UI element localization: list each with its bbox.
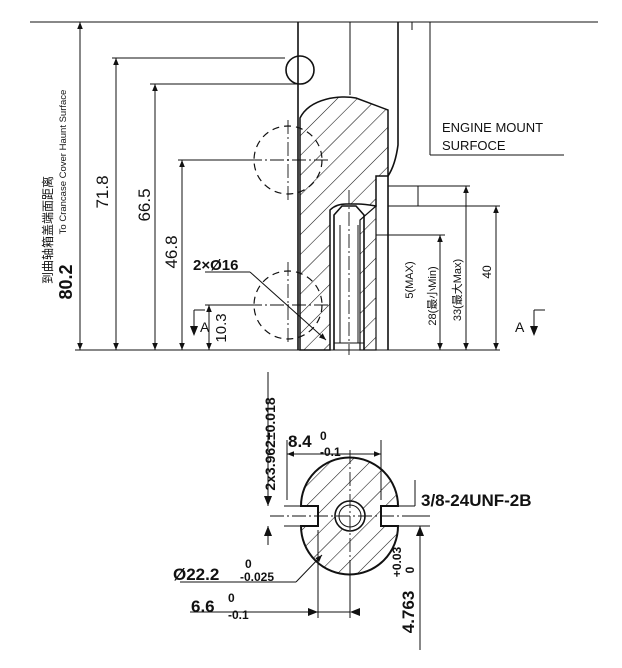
dim-text-8-4: 8.4 [288, 432, 312, 451]
dim-text-40: 40 [480, 265, 494, 279]
tol-6-6-upper: 0 [228, 591, 235, 605]
tol-4-763-lower: 0 [403, 566, 417, 573]
shaft-outline-right [387, 76, 399, 350]
section-arrow-left [190, 326, 198, 336]
thread-label: 3/8-24UNF-2B [421, 491, 532, 510]
tol-8-4-upper: 0 [320, 429, 327, 443]
section-hatch-right [359, 204, 377, 351]
engine-mount-label-2: SURFOCE [442, 138, 506, 153]
oil-hole-circle [285, 55, 315, 85]
leader-holes [249, 271, 327, 341]
tol-dia-lower: -0.025 [240, 570, 274, 584]
holes-label: 2×Ø16 [193, 257, 238, 274]
section-label-right: A [515, 319, 525, 335]
dim-text-5max: 5(MAX) [404, 261, 416, 298]
section-arrow-right [530, 326, 538, 336]
tol-dia-upper: 0 [245, 557, 252, 571]
dim-text-28min: 28(最小Min) [426, 266, 439, 325]
section-view: 2x3.962±0.018 8.4 0 -0.1 3/8-24UNF-2B Ø2… [173, 372, 532, 650]
dim-text-diameter: Ø22.2 [173, 565, 219, 584]
dim-text-4-763: 4.763 [399, 591, 418, 634]
tol-4-763-upper: +0.03 [390, 546, 404, 577]
dim-text-71-8: 71.8 [93, 175, 112, 208]
dim-text-80-2: 80.2 [56, 264, 76, 299]
dim-text-66-5: 66.5 [135, 188, 154, 221]
engine-mount-label-1: ENGINE MOUNT [442, 120, 543, 135]
tol-6-6-lower: -0.1 [228, 608, 249, 622]
dim-text-46-8: 46.8 [162, 235, 181, 268]
note-en: To Crancase Cover Haunt Surface [58, 90, 69, 235]
dim-text-33max: 33(最大Max) [450, 259, 464, 321]
side-view: 到曲轴箱盖端面距离 To Crancase Cover Haunt Surfac… [30, 21, 598, 355]
note-cn: 到曲轴箱盖端面距离 [40, 176, 55, 284]
dim-text-10-3: 10.3 [213, 313, 230, 342]
tol-8-4-lower: -0.1 [320, 445, 341, 459]
dim-text-6-6: 6.6 [191, 597, 215, 616]
section-label-left: A [200, 319, 210, 335]
dim-text-key-width: 2x3.962±0.018 [262, 397, 278, 491]
threaded-hole [333, 190, 365, 355]
